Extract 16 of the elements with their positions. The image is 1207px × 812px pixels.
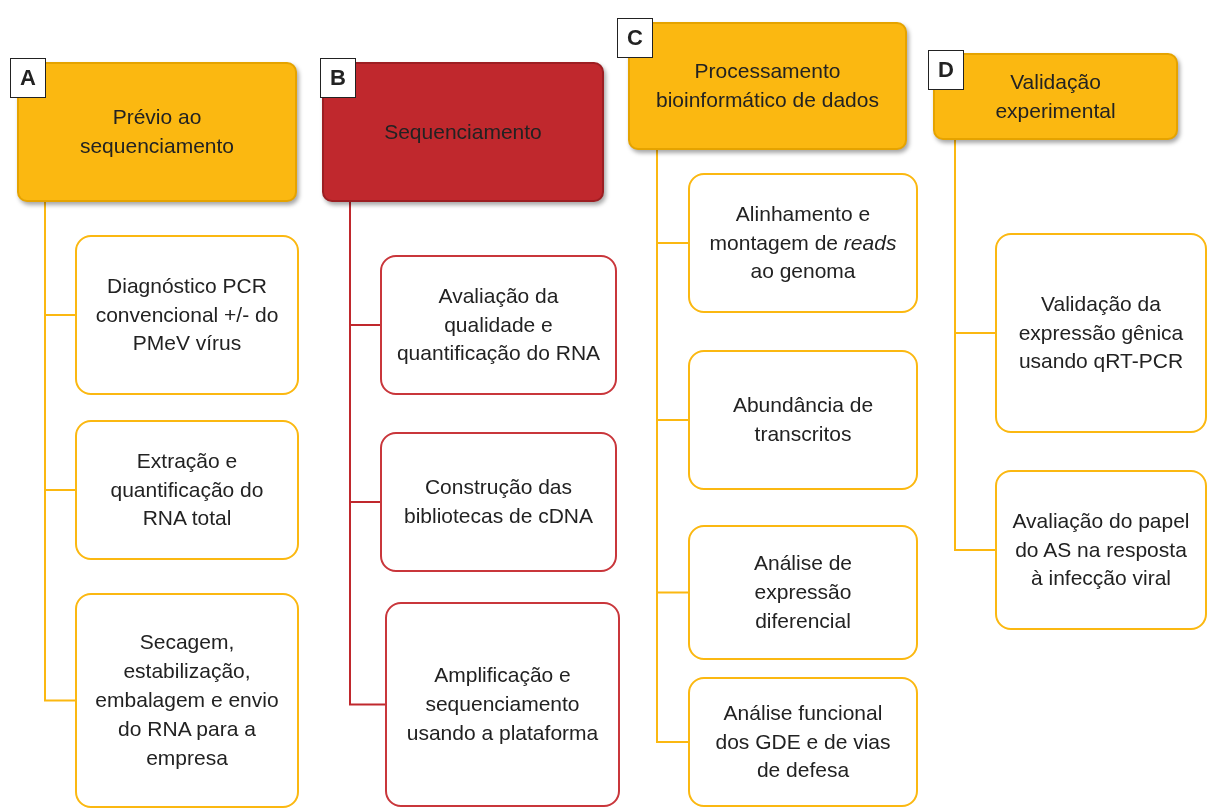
panel-letter: D bbox=[928, 50, 964, 90]
step-box: Diagnóstico PCR convencional +/- do PMeV vírus bbox=[75, 235, 299, 395]
step-box: Construção das bibliotecas de cDNA bbox=[380, 432, 617, 572]
step-box: Abundância de transcritos bbox=[688, 350, 918, 490]
step-box: Amplificação e sequenciamento usando a plataforma bbox=[385, 602, 620, 807]
step-box: Avaliação do papel do AS na resposta à infecção viral bbox=[995, 470, 1207, 630]
panel-letter: C bbox=[617, 18, 653, 58]
step-box: Análise de expressão diferencial bbox=[688, 525, 918, 660]
step-box: Análise funcional dos GDE e de vias de defesa bbox=[688, 677, 918, 807]
step-box: Secagem, estabilização, embalagem e envio do RNA para a empresa bbox=[75, 593, 299, 808]
step-box: Avaliação da qualidade e quantificação do RNA bbox=[380, 255, 617, 395]
panel-letter: B bbox=[320, 58, 356, 98]
step-box: Extração e quantificação do RNA total bbox=[75, 420, 299, 560]
step-box: Alinhamento e montagem de reads ao genoma bbox=[688, 173, 918, 313]
panel-letter: A bbox=[10, 58, 46, 98]
step-box: Validação da expressão gênica usando qRT-PCR bbox=[995, 233, 1207, 433]
